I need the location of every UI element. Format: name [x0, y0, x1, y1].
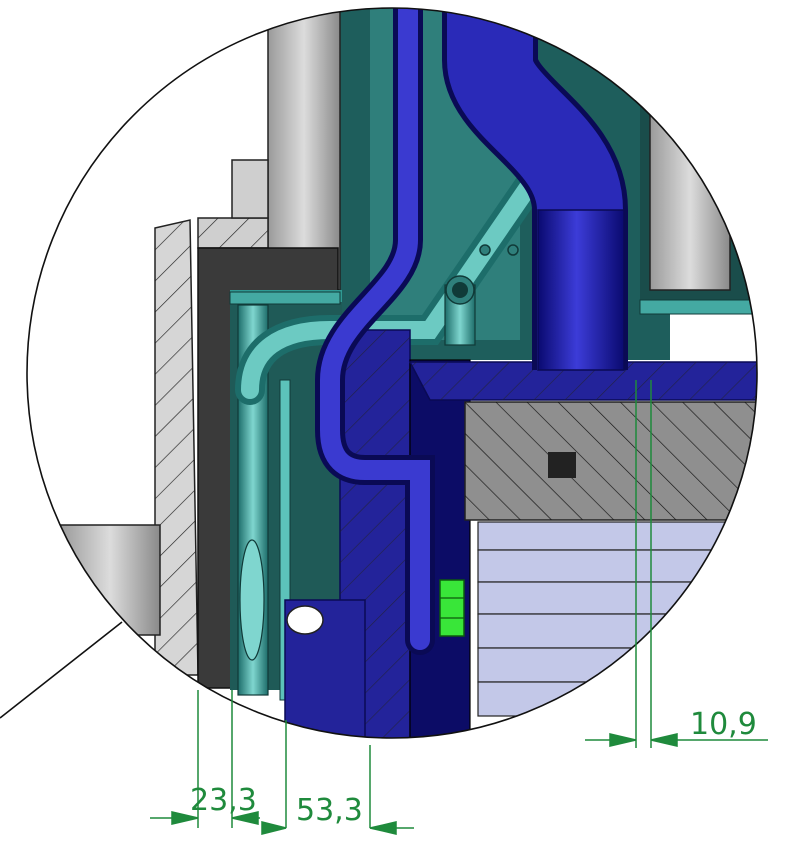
upper-bracket: [231, 159, 269, 219]
stacked-plates: [477, 521, 757, 717]
upper-cylinder: [267, 8, 341, 291]
detail-leader-line: [0, 621, 123, 719]
dimension-label-2: 53,3: [296, 793, 363, 828]
navy-large-pipe: [447, 8, 623, 370]
detail-circle-outline: [26, 7, 758, 739]
left-wall-section: [155, 220, 198, 675]
navy-flange-section: [410, 362, 757, 400]
grey-block-section: [465, 402, 757, 520]
dimension-label-1: 23,3: [190, 783, 257, 818]
lower-left-shaft: [59, 524, 161, 636]
dimension-label-3: 10,9: [690, 707, 757, 742]
dimension-annotations: [150, 380, 768, 835]
navy-thin-tube: [320, 8, 430, 650]
teal-bent-pipe: [241, 161, 549, 399]
right-cylinder: [649, 8, 731, 291]
green-nut: [439, 579, 465, 637]
